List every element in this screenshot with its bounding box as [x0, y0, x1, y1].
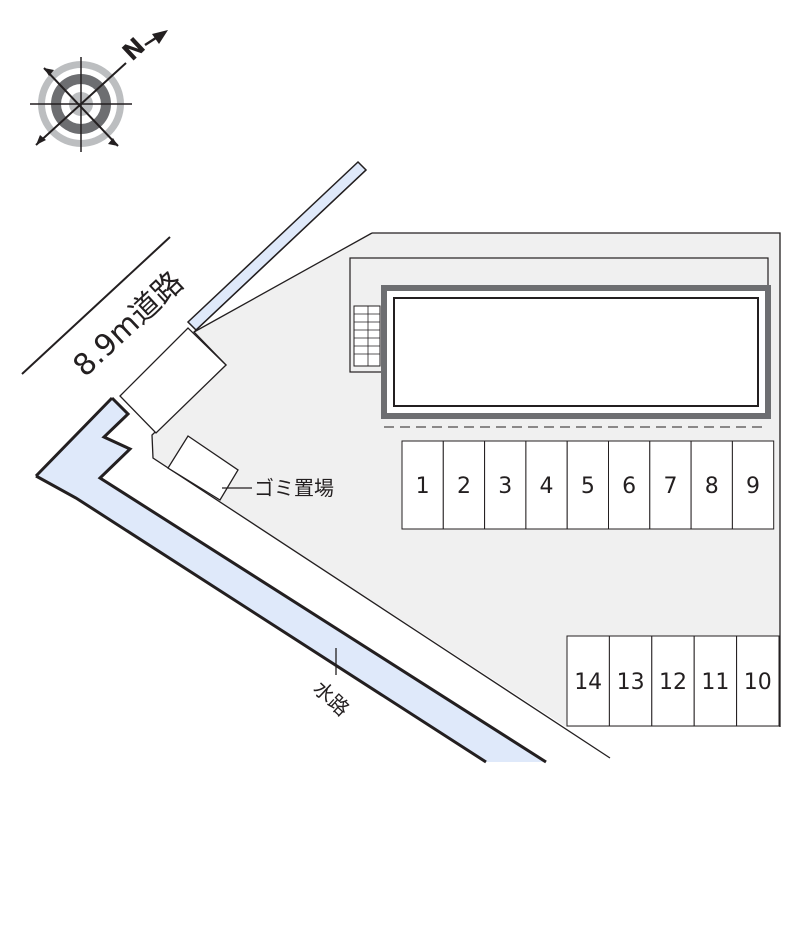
parking-slot — [566, 635, 610, 727]
parking-slot — [608, 635, 653, 727]
parking-slot-number: 1 — [416, 474, 430, 499]
parking-slot-number: 5 — [581, 474, 595, 499]
parking-row-bottom: 14 13 12 11 10 — [566, 635, 780, 727]
entrance-area — [119, 327, 227, 434]
parking-slot-number: 7 — [663, 474, 677, 499]
parking-row-top: 1 2 3 4 5 6 7 8 9 — [401, 440, 775, 530]
parking-slot-number: 10 — [744, 670, 772, 695]
parking-slot — [442, 440, 486, 530]
parking-slot-number: 14 — [574, 670, 602, 695]
stairs-icon — [353, 305, 381, 367]
parking-slot-number: 3 — [498, 474, 512, 499]
parking-slot-number: 4 — [540, 474, 554, 499]
parking-slot-number: 8 — [705, 474, 719, 499]
parking-slot — [484, 440, 527, 530]
parking-slot — [608, 440, 651, 530]
parking-slot-number: 2 — [457, 474, 471, 499]
parking-slot — [525, 440, 568, 530]
parking-slot-number: 13 — [617, 670, 645, 695]
north-arrow-icon — [152, 30, 168, 44]
parking-slot-number: 6 — [622, 474, 636, 499]
parking-slot — [690, 440, 733, 530]
parking-slot-number: 11 — [701, 670, 729, 695]
garbage-label: ゴミ置場 — [254, 476, 334, 500]
parking-slot — [736, 635, 780, 727]
waterway-label: 水路 — [309, 676, 355, 721]
north-label: N — [117, 32, 151, 66]
parking-slot — [651, 635, 695, 727]
compass-icon: N — [30, 30, 168, 152]
parking-slot — [693, 635, 738, 727]
parking-slot-number: 12 — [659, 670, 687, 695]
parking-slot-number: 9 — [746, 474, 760, 499]
parking-slot — [731, 440, 775, 530]
garbage-area-box — [167, 435, 239, 501]
waterway — [36, 398, 546, 762]
road-edge-line — [21, 236, 171, 375]
parking-slot — [649, 440, 692, 530]
